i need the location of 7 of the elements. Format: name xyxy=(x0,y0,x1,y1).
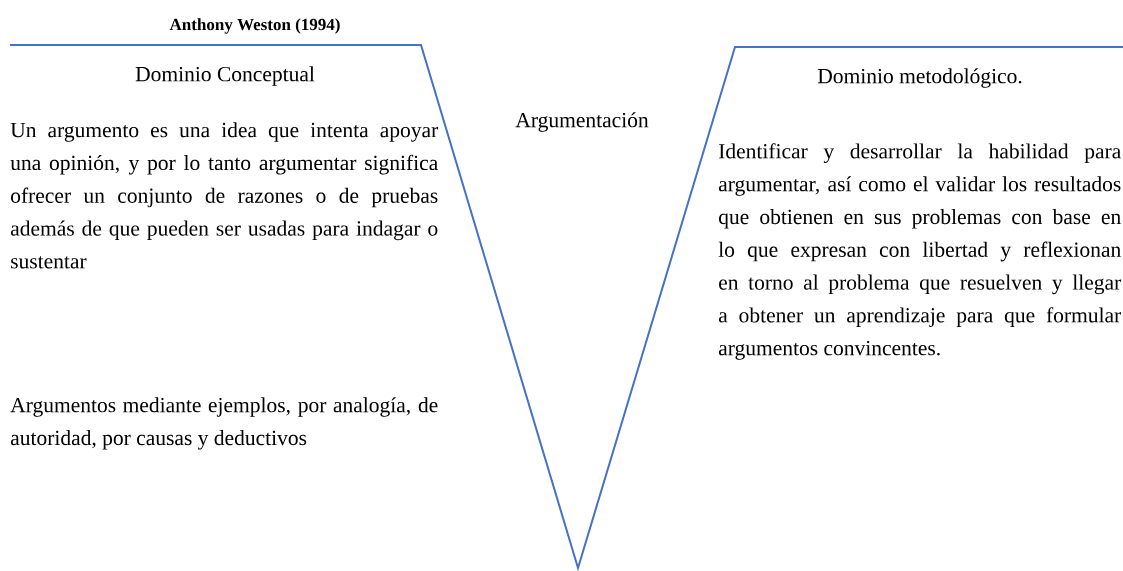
heading: Anthony Weston (1994) xyxy=(169,18,340,34)
paragraph: Argumentos mediante ejemplos, por analogía, de autoridad, por causas y deductivos xyxy=(10,397,438,450)
section-heading: Dominio Conceptual xyxy=(135,66,315,86)
section-heading: Dominio metodológico. xyxy=(817,68,1022,88)
paragraph: Un argumento es una idea que intenta apoyar una opinión, y por lo tanto argumentar significa ofrecer un conjunto de razones o de pruebas además de que pueden ser usadas para indagar o sustentar xyxy=(10,122,439,269)
center-label: Argumentación xyxy=(515,112,649,132)
paragraph: Identificar y desarrollar la habilidad para argumentar, así como el validar los resultados que obtienen en sus problemas con base en lo que expresan con libertad y reflexionan en torno al problema que resuelven y llegar a obtener un aprendizaje para que formular argumentos convincentes. xyxy=(718,143,1122,360)
